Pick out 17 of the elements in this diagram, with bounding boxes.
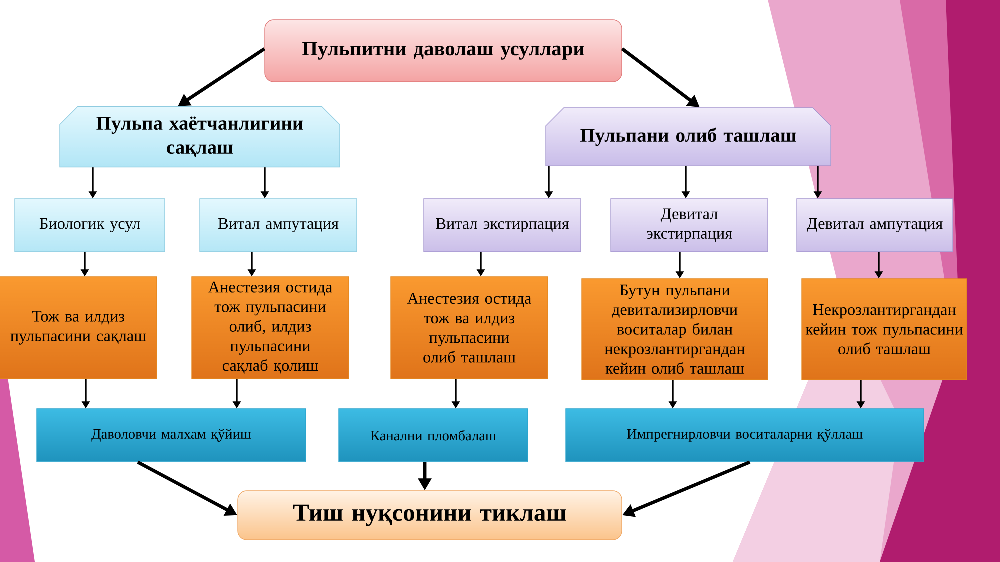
method-box: Девитал экстирпация xyxy=(610,198,768,252)
root-box: Пульпитни даволаш усуллари xyxy=(264,20,622,82)
category-box: Пульпани олиб ташлаш xyxy=(546,108,832,166)
step-box: Канални пломбалаш xyxy=(338,408,528,462)
method-box: Биологик усул xyxy=(14,198,166,252)
description-box: Бутун пульпани девитализирловчи воситалар билан некрозлантиргандан кейин олиб ташлаш xyxy=(582,278,768,380)
description-box: Тож ва илдиз пульпасини сақлаш xyxy=(0,276,158,380)
step-box: Импрегнирловчи воситаларни қўллаш xyxy=(566,408,924,462)
description-box: Анестезия остида тож ва илдиз пульпасини олиб ташлаш xyxy=(390,276,548,380)
method-box: Витал ампутация xyxy=(200,198,358,252)
description-box: Анестезия остида тож пульпасини олиб, илдиз пульпасини сақлаб қолиш xyxy=(192,276,350,380)
method-box: Витал экстирпация xyxy=(424,198,582,252)
step-box: Даволовчи малхам қўйиш xyxy=(36,408,306,462)
method-box: Девитал ампутация xyxy=(796,198,954,252)
description-box: Некрозлантиргандан кейин тож пульпасини олиб ташлаш xyxy=(802,278,968,380)
category-box: Пульпа хаётчанлигини сақлаш xyxy=(60,106,340,168)
result-box: Тиш нуқсонини тиклаш xyxy=(238,490,622,540)
